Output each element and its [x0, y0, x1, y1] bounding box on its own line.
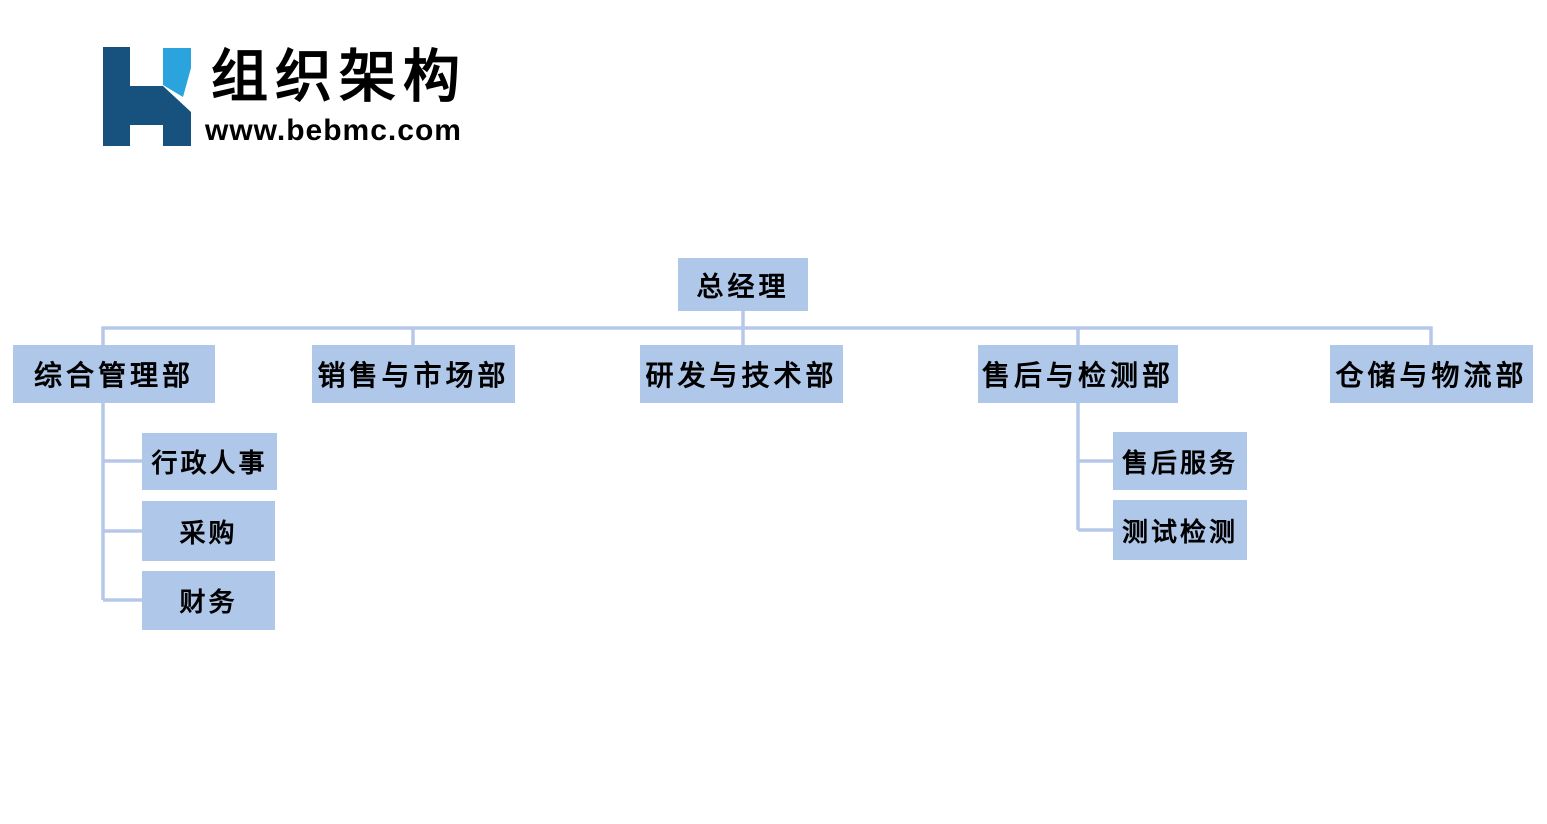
logo-left-bar	[103, 47, 130, 146]
logo-h-body	[130, 86, 191, 146]
org-node-procurement: 采购	[142, 501, 275, 561]
org-node-dept-rnd-technology: 研发与技术部	[640, 345, 843, 403]
company-logo-icon	[103, 47, 191, 146]
org-node-dept-aftersales-testing: 售后与检测部	[978, 345, 1178, 403]
org-node-aftersales-service: 售后服务	[1113, 432, 1247, 490]
website-url: www.bebmc.com	[205, 114, 462, 147]
page-title: 组织架构	[211, 45, 467, 109]
org-node-test-inspection: 测试检测	[1113, 500, 1247, 560]
org-node-general-manager: 总经理	[678, 258, 808, 311]
org-node-admin-hr: 行政人事	[142, 433, 277, 490]
connector-right-trunk	[1076, 403, 1113, 532]
org-node-dept-general-management: 综合管理部	[13, 345, 215, 403]
org-node-dept-warehouse-logistics: 仓储与物流部	[1330, 345, 1533, 403]
logo-pennant	[163, 48, 191, 97]
org-node-finance: 财务	[142, 571, 275, 630]
connector-bus	[101, 326, 1433, 346]
org-node-dept-sales-marketing: 销售与市场部	[312, 345, 515, 403]
connector-left-trunk	[101, 403, 142, 602]
